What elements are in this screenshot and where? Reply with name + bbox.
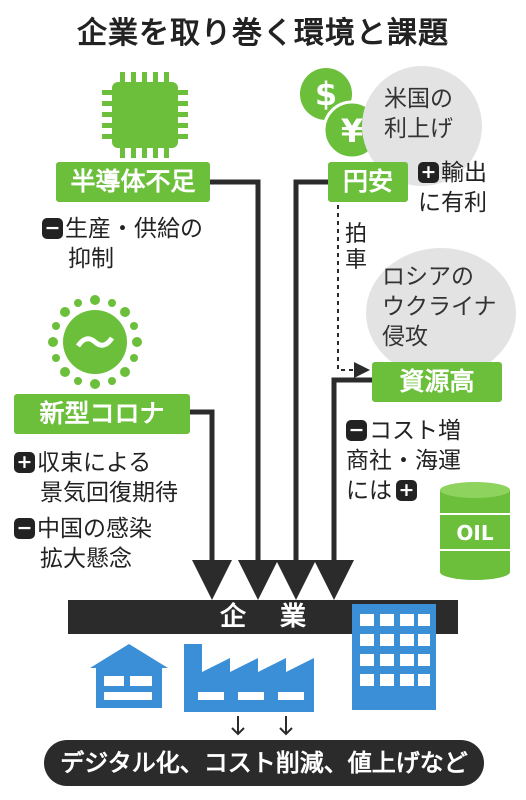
house-icon <box>90 644 168 708</box>
oil-drum-icon: OIL <box>440 482 510 580</box>
russia-bubble <box>366 248 516 378</box>
resources-box: 資源高 <box>372 362 502 402</box>
russia-text: ロシアの ウクライナ 侵攻 <box>382 264 497 350</box>
semiconductor-box: 半導体不足 <box>56 162 210 202</box>
minus-badge: − <box>346 420 367 441</box>
outcome-bar: デジタル化、コスト削減、値上げなど <box>44 740 484 786</box>
factory-icon <box>184 644 314 712</box>
yen-box: 円安 <box>328 162 408 202</box>
plus-badge: + <box>396 480 417 501</box>
semiconductor-note: −生産・供給の 抑制 <box>42 214 203 274</box>
arrow-outcome-left <box>231 716 245 736</box>
yen-note: +輸出 に有利 <box>418 160 487 216</box>
plus-badge: + <box>14 452 35 473</box>
page-title: 企業を取り巻く環境と課題 <box>77 16 449 51</box>
chip-icon <box>102 72 188 158</box>
office-building-icon <box>352 604 436 710</box>
oil-label: OIL <box>456 521 493 545</box>
svg-text:$: $ <box>315 75 337 113</box>
plus-badge: + <box>418 162 439 183</box>
arrow-semiconductor <box>210 179 278 600</box>
svg-text:¥: ¥ <box>341 112 363 150</box>
arrow-yen <box>276 179 328 600</box>
minus-badge: − <box>42 218 63 239</box>
accelerate-label: 拍車 <box>344 222 367 273</box>
covid-note-2: −中国の感染 拡大懸念 <box>14 514 152 574</box>
arrow-resources <box>314 377 372 600</box>
virus-icon <box>48 295 142 389</box>
covid-note-1: +収束による 景気回復期待 <box>14 448 178 508</box>
arrow-outcome-right <box>279 716 293 736</box>
resources-note: −コスト増 商社・海運 には+ <box>346 418 461 504</box>
us-rate-text: 米国の利上げ <box>384 86 453 142</box>
minus-badge: − <box>14 518 35 539</box>
covid-box: 新型コロナ <box>14 394 190 434</box>
arrow-covid <box>190 409 232 600</box>
